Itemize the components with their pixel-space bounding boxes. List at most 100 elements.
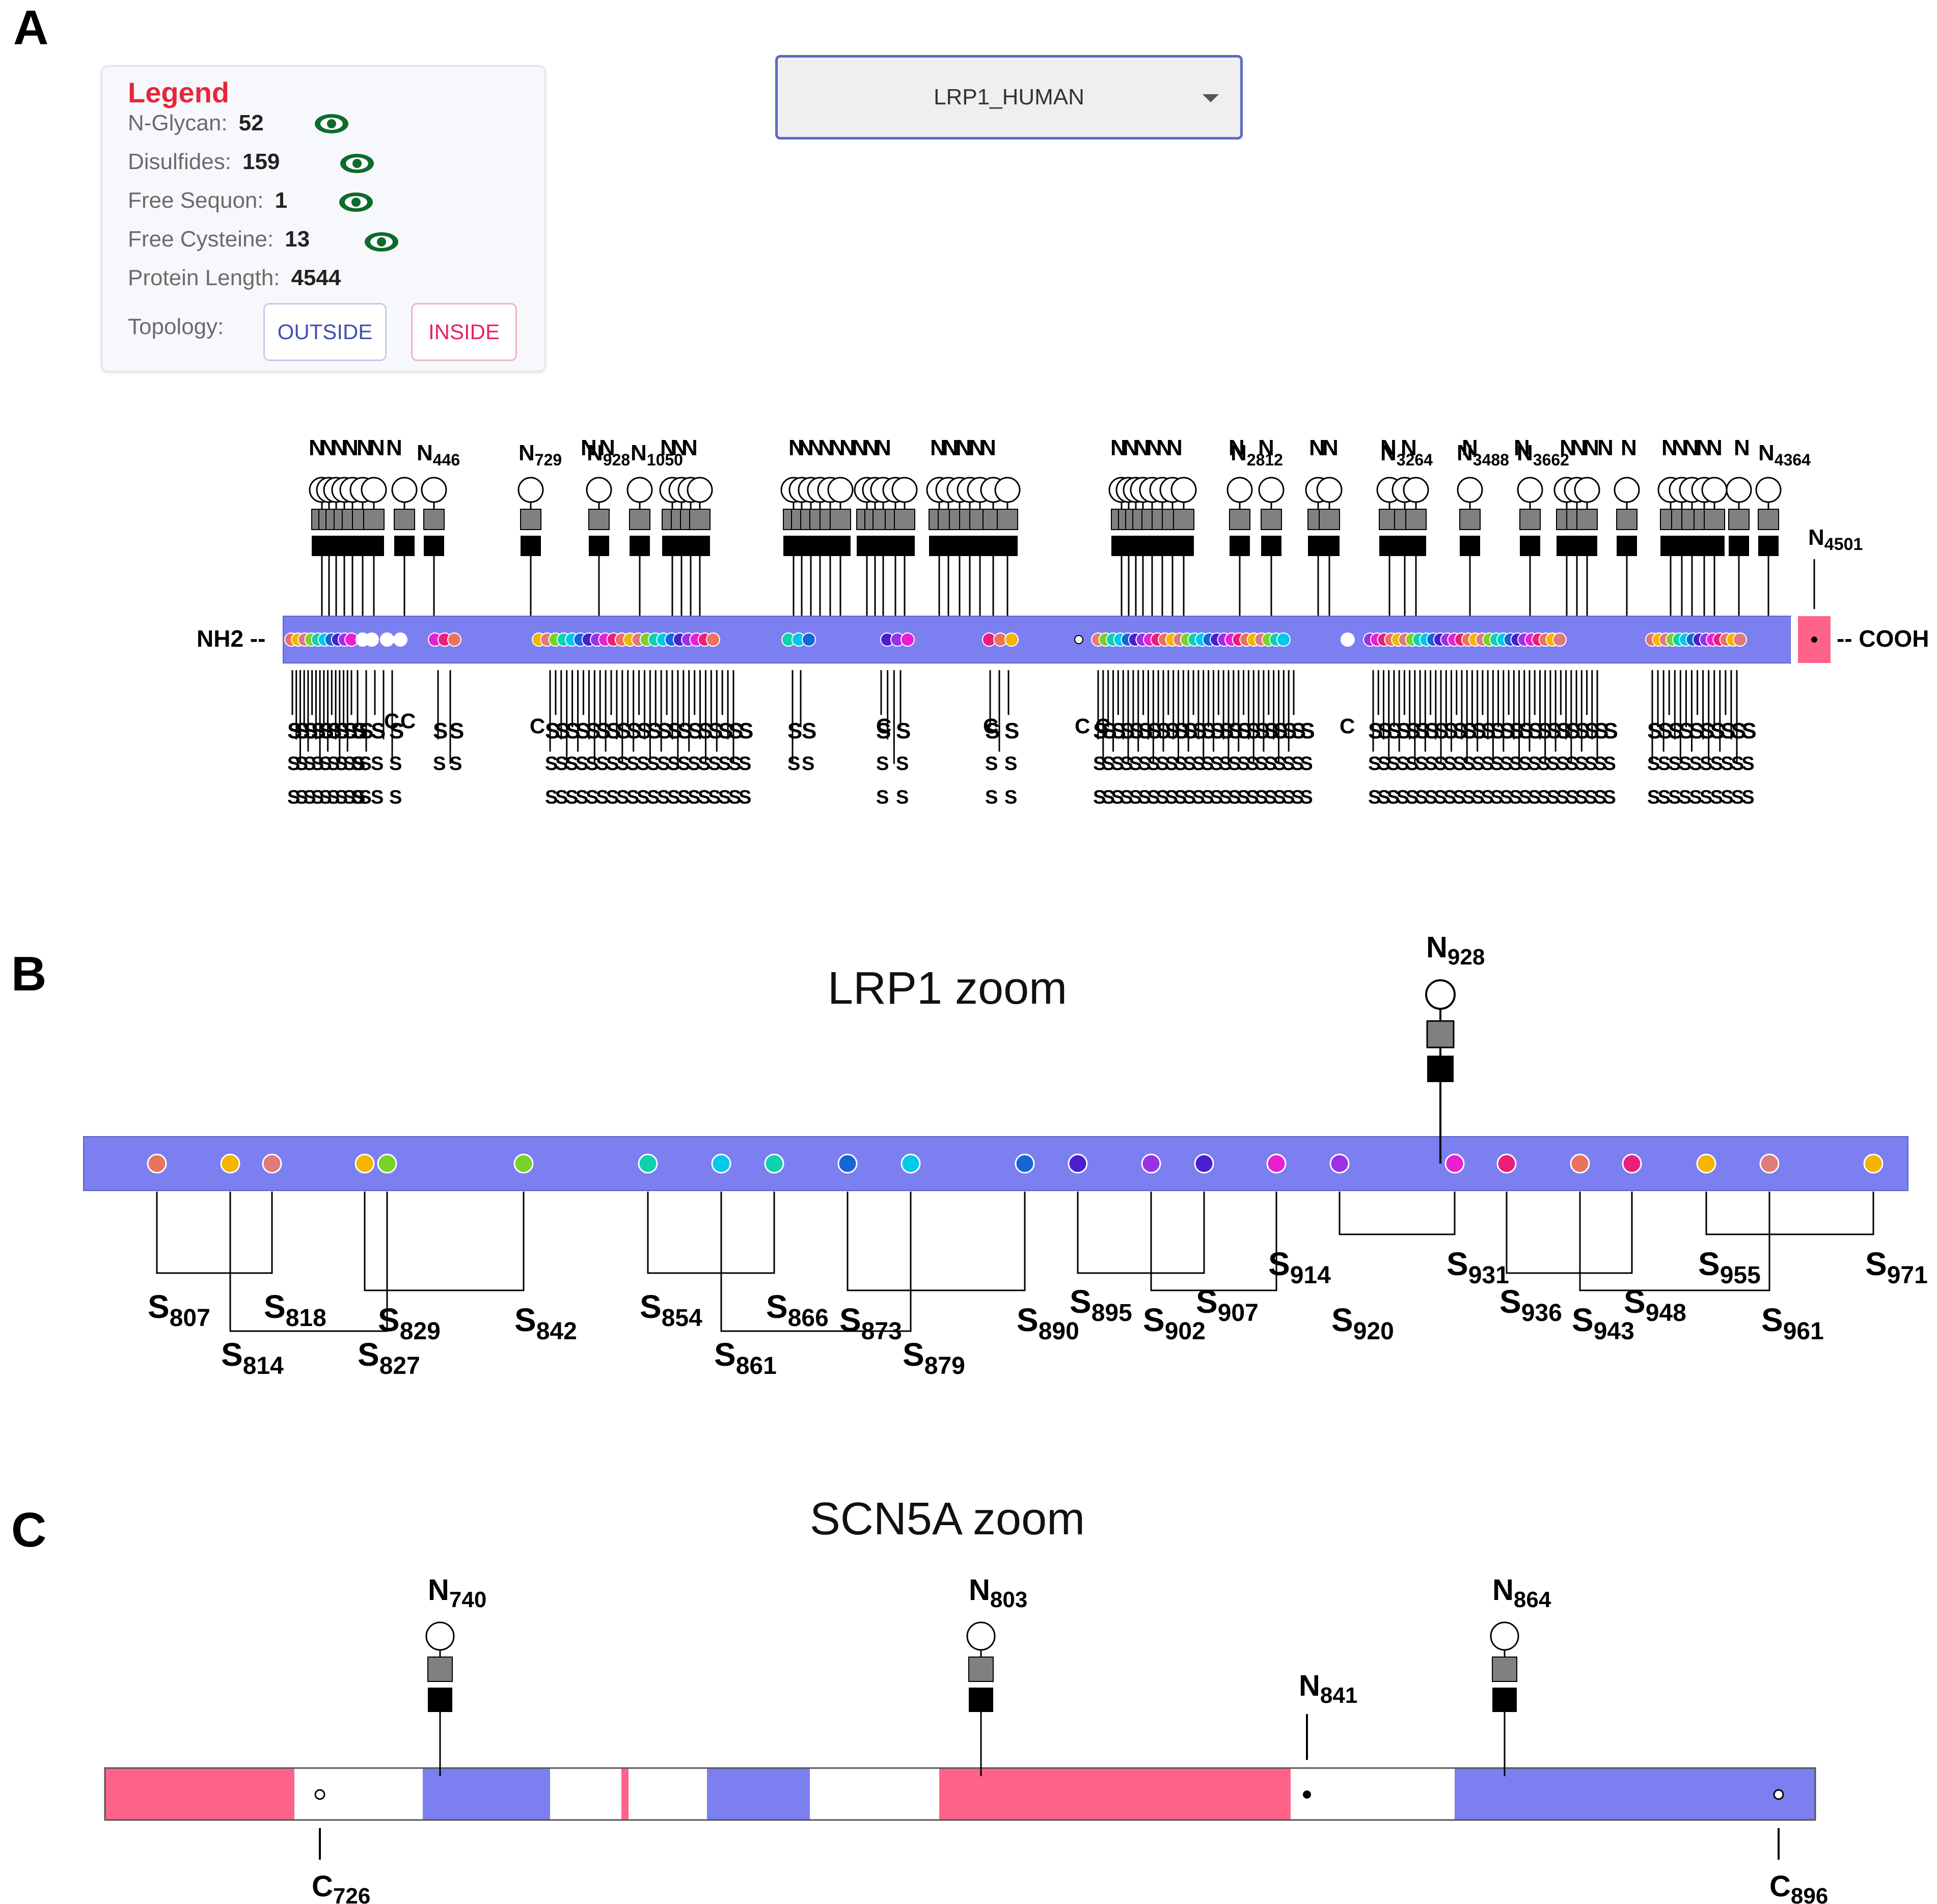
overlapping-site-letter: S bbox=[1647, 787, 1660, 808]
overlapping-site-letter: S bbox=[626, 719, 641, 743]
disulfide-site-label-sub: 914 bbox=[1290, 1262, 1331, 1289]
svg-text:C896: C896 bbox=[1769, 1870, 1828, 1904]
overlapping-site-letter: S bbox=[303, 753, 316, 775]
n-site-letter: N bbox=[930, 435, 946, 460]
n-site-label-sub: 3662 bbox=[1533, 451, 1569, 469]
glycan-circle bbox=[1226, 477, 1253, 503]
glycan-black-square bbox=[364, 536, 384, 556]
overlapping-site-letter: S bbox=[1603, 787, 1616, 808]
eye-icon[interactable] bbox=[313, 113, 350, 135]
outside-button[interactable]: OUTSIDE bbox=[263, 303, 387, 361]
protein-select[interactable]: LRP1_HUMAN bbox=[775, 55, 1243, 140]
overlapping-site-letter: S bbox=[1102, 787, 1115, 808]
overlapping-site-letter: S bbox=[1004, 787, 1017, 808]
c896-letter: C bbox=[1769, 1870, 1791, 1903]
panel-label-a: A bbox=[13, 1, 49, 55]
overlapping-site-letter: S bbox=[335, 787, 348, 808]
disulfide-site-label-letter: S bbox=[514, 1302, 536, 1338]
overlapping-site-letter: S bbox=[1201, 719, 1216, 743]
n-site-letter: N bbox=[1514, 435, 1530, 460]
overlapping-site-letter: S bbox=[1668, 787, 1681, 808]
n-site-letter: N bbox=[852, 435, 868, 460]
n-site-label: N3662 bbox=[1517, 440, 1569, 469]
overlapping-site-letter: S bbox=[1415, 753, 1428, 775]
overlapping-site-letter: S bbox=[1396, 753, 1409, 775]
overlapping-site-letter: S bbox=[389, 787, 402, 808]
overlapping-site-letter: S bbox=[359, 719, 373, 743]
legend-row-free-cysteine: Free Cysteine:13 bbox=[128, 227, 310, 252]
overlapping-site-letter: S bbox=[1147, 719, 1162, 743]
overlapping-site-letter: S bbox=[1453, 753, 1465, 775]
overlapping-site-letter: S bbox=[1594, 787, 1606, 808]
overlapping-site-letter: S bbox=[371, 787, 384, 808]
disulfide-site-label: S936 bbox=[1499, 1283, 1562, 1327]
overlapping-site-letter: S bbox=[1566, 719, 1580, 743]
overlapping-site-letter: S bbox=[1731, 787, 1744, 808]
overlapping-site-letter: S bbox=[728, 753, 741, 775]
glycan-black-square bbox=[521, 536, 541, 556]
overlapping-site-letter: S bbox=[1111, 719, 1126, 743]
disulfide-site-label: S879 bbox=[903, 1336, 965, 1379]
overlapping-site-letter: S bbox=[1273, 787, 1286, 808]
overlapping-site-letter: S bbox=[1377, 719, 1392, 743]
scn5a-topology-bar bbox=[104, 1767, 1816, 1821]
overlapping-site-letter: S bbox=[1575, 787, 1588, 808]
disulfide-site-label-letter: S bbox=[1143, 1302, 1165, 1338]
overlapping-site-letter: S bbox=[1603, 719, 1618, 743]
n-site-letter: N bbox=[980, 435, 996, 460]
legend-row-nglycan: N-Glycan:52 bbox=[128, 111, 264, 136]
svg-text:N4501: N4501 bbox=[1808, 525, 1863, 554]
cysteine-dot bbox=[837, 1153, 858, 1174]
lrp1-cysteine-dots bbox=[147, 1153, 1884, 1174]
overlapping-site-letter: S bbox=[1156, 719, 1171, 743]
glycan-black-square bbox=[1406, 536, 1426, 556]
cysteine-dot bbox=[901, 1153, 921, 1174]
overlapping-site-letter: S bbox=[1093, 787, 1106, 808]
glycan-circle bbox=[1403, 477, 1429, 503]
overlapping-site-letter: S bbox=[708, 753, 721, 775]
overlapping-site-letter: S bbox=[371, 719, 386, 743]
glycan-gray-square bbox=[1261, 509, 1282, 530]
overlapping-site-letter: S bbox=[1575, 753, 1588, 775]
overlapping-site-letter: S bbox=[1156, 753, 1169, 775]
disulfide-site-label-letter: S bbox=[1268, 1246, 1290, 1282]
n-site-label-letter: N bbox=[587, 440, 603, 465]
glycan-circle bbox=[1726, 477, 1752, 503]
overlapping-site-letter: S bbox=[1368, 753, 1381, 775]
eye-icon[interactable] bbox=[338, 191, 374, 213]
overlapping-site-letter: S bbox=[311, 753, 324, 775]
overlapping-site-letter: S bbox=[1219, 753, 1232, 775]
cysteine-dot bbox=[354, 1153, 375, 1174]
overlapping-site-letter: S bbox=[327, 787, 340, 808]
cysteine-dot bbox=[1552, 632, 1567, 647]
eye-icon[interactable] bbox=[363, 231, 400, 253]
overlapping-site-letter: S bbox=[1255, 719, 1270, 743]
cysteine-dot bbox=[147, 1153, 167, 1174]
inside-button[interactable]: INSIDE bbox=[411, 303, 517, 361]
eye-icon[interactable] bbox=[339, 152, 375, 175]
overlapping-site-letter: S bbox=[1537, 719, 1552, 743]
glycan-circle bbox=[1425, 979, 1456, 1010]
legend-label: Disulfides: bbox=[128, 149, 231, 174]
protein-select-value: LRP1_HUMAN bbox=[934, 85, 1084, 109]
overlapping-site-letter: S bbox=[657, 719, 672, 743]
overlapping-site-letter: S bbox=[1291, 787, 1304, 808]
n-site-letter: N bbox=[1560, 435, 1576, 460]
overlapping-site-letter: S bbox=[1499, 719, 1514, 743]
disulfide-site-label-letter: S bbox=[1572, 1302, 1594, 1338]
overlapping-site-letter: S bbox=[1443, 719, 1458, 743]
overlapping-site-letter: S bbox=[555, 719, 570, 743]
n-site-letter: N bbox=[1571, 435, 1587, 460]
overlapping-site-letter: S bbox=[606, 719, 621, 743]
overlapping-site-letter: S bbox=[1585, 753, 1597, 775]
disulfide-site-label-sub: 829 bbox=[400, 1318, 441, 1345]
overlapping-site-letter: S bbox=[688, 719, 702, 743]
overlapping-site-letter: S bbox=[1174, 787, 1187, 808]
disulfide-site-label-sub: 907 bbox=[1218, 1300, 1259, 1327]
legend-value: 4544 bbox=[291, 265, 341, 290]
glycan-black-square bbox=[1460, 536, 1480, 556]
overlapping-site-letter: S bbox=[985, 787, 998, 808]
overlapping-site-letter: S bbox=[371, 753, 384, 775]
glycan-gray-square bbox=[830, 509, 851, 530]
